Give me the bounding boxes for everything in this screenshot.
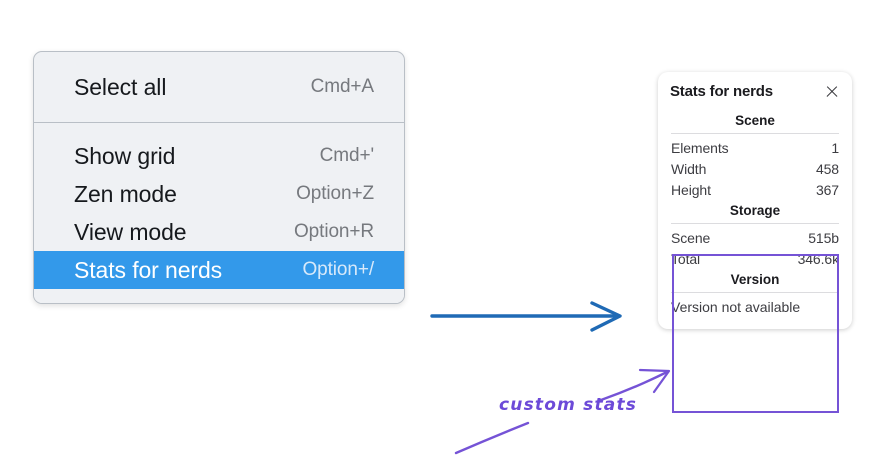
menu-item-select-all[interactable]: Select all Cmd+A — [34, 68, 404, 106]
annotation-label-custom-stats: custom stats — [499, 395, 638, 415]
version-note: Version not available — [671, 299, 801, 315]
stats-for-nerds-panel: Stats for nerds Scene Elements 1 Width 4… — [658, 72, 852, 329]
stat-row-total-storage: Total 346.6k — [670, 248, 840, 269]
menu-item-label: Show grid — [74, 142, 176, 169]
canvas-context-menu[interactable]: Select all Cmd+A Show grid Cmd+' Zen mod… — [33, 51, 405, 304]
menu-group-2: Show grid Cmd+' Zen mode Option+Z View m… — [34, 123, 404, 289]
section-divider — [671, 223, 839, 224]
menu-item-show-grid[interactable]: Show grid Cmd+' — [34, 137, 404, 175]
stat-row-elements: Elements 1 — [670, 137, 840, 158]
stat-key: Total — [671, 250, 701, 267]
panel-header: Stats for nerds — [670, 83, 840, 100]
section-heading-version: Version — [730, 272, 780, 287]
menu-group-1: Select all Cmd+A — [34, 52, 404, 123]
stat-value: 515b — [808, 229, 839, 246]
stat-value: 1 — [831, 139, 839, 156]
menu-item-shortcut: Option+/ — [302, 259, 374, 280]
menu-footer-spacer — [34, 289, 404, 303]
menu-item-label: View mode — [74, 218, 187, 245]
blue-arrow-menu-to-panel — [430, 301, 622, 332]
menu-item-view-mode[interactable]: View mode Option+R — [34, 213, 404, 251]
stat-key: Width — [671, 160, 707, 177]
menu-item-label: Zen mode — [74, 180, 177, 207]
stat-value: 346.6k — [797, 250, 840, 267]
close-icon[interactable] — [824, 84, 840, 100]
menu-item-stats-for-nerds[interactable]: Stats for nerds Option+/ — [34, 251, 404, 289]
section-heading-scene: Scene — [735, 113, 775, 128]
stat-value: 458 — [815, 160, 839, 177]
menu-item-label: Stats for nerds — [74, 256, 223, 283]
menu-item-zen-mode[interactable]: Zen mode Option+Z — [34, 175, 404, 213]
panel-title: Stats for nerds — [670, 83, 773, 100]
menu-item-shortcut: Cmd+' — [319, 145, 374, 166]
stat-row-scene-storage: Scene 515b — [670, 227, 840, 248]
stat-key: Elements — [671, 139, 729, 156]
section-divider — [671, 133, 839, 134]
section-divider — [671, 292, 839, 293]
menu-item-shortcut: Option+R — [294, 221, 374, 242]
menu-item-label: Select all — [74, 73, 167, 100]
stat-value: 367 — [815, 181, 839, 198]
menu-item-shortcut: Cmd+A — [310, 76, 374, 97]
stat-key: Height — [671, 181, 711, 198]
purple-underline-stroke — [454, 421, 530, 455]
section-heading-storage: Storage — [729, 203, 781, 218]
stat-row-height: Height 367 — [670, 179, 840, 200]
menu-item-shortcut: Option+Z — [296, 183, 374, 204]
stat-key: Scene — [671, 229, 711, 246]
stat-row-width: Width 458 — [670, 158, 840, 179]
